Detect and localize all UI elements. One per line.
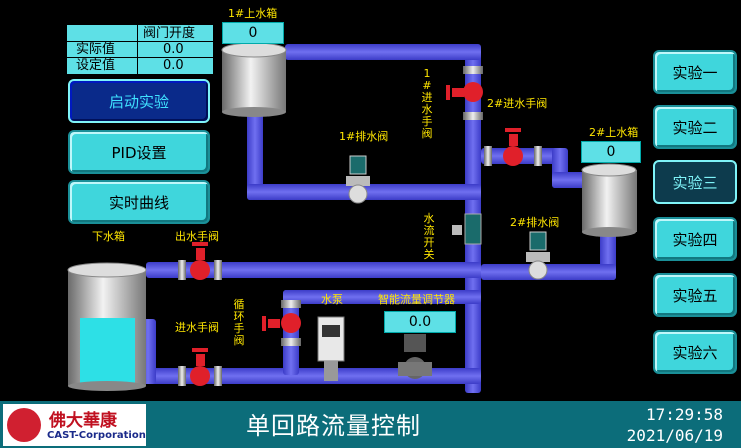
page-title: 单回路流量控制 [246,412,421,440]
brand-name-en: CAST-Corporation [47,430,146,441]
experiment-3-button[interactable]: 实验三 [653,160,737,204]
flow-regulator-value: 0.0 [384,311,456,333]
pump-label: 水泵 [321,293,343,306]
manual-valve-outlet[interactable] [190,242,210,280]
experiment-1-button[interactable]: 实验一 [653,50,737,94]
actual-value: 0.0 [163,42,184,57]
tank-1-label: 1#上水箱 [228,7,278,20]
flanges [178,66,542,386]
manual-valve-1-inlet[interactable] [446,82,483,102]
drain-valve-1-label: 1#排水阀 [339,130,389,143]
valve-opening-table: 阀门开度 实际值 0.0 设定值 0.0 [66,24,214,75]
clock-date: 2021/06/19 [626,426,723,445]
drain-valve-1[interactable] [346,155,370,204]
outlet-valve-label: 出水手阀 [175,230,219,243]
tank-2-label: 2#上水箱 [589,126,639,139]
circulation-valve-label: 循环手阀 [233,298,245,347]
tank-1 [221,42,287,117]
company-logo: 佛大華康 CAST-Corporation [3,404,146,446]
manual-valve-2-inlet[interactable] [503,128,523,166]
drain-valve-2-label: 2#排水阀 [510,216,560,229]
pid-settings-button[interactable]: PID设置 [68,130,210,174]
brand-name-cn: 佛大華康 [49,411,117,431]
flow-switch-label: 水流开关 [423,212,435,261]
experiment-2-button[interactable]: 实验二 [653,105,737,149]
lower-tank-label: 下水箱 [92,230,125,243]
clock-time: 17:29:58 [645,405,723,424]
start-experiment-button[interactable]: 启动实验 [68,79,210,123]
inlet-valve-2-label: 2#进水手阀 [487,97,548,110]
tank-1-level: 0 [222,22,284,44]
water-pump [317,316,345,381]
set-value-label: 设定值 [76,58,116,73]
experiment-6-button[interactable]: 实验六 [653,330,737,374]
tank-2-level: 0 [581,141,641,163]
actual-value-label: 实际值 [76,42,116,57]
flow-regulator-label: 智能流量调节器 [378,293,455,306]
tank-2 [581,163,637,237]
manual-valve-circulation[interactable] [262,313,301,333]
manual-valve-inlet[interactable] [190,348,210,386]
logo-emblem-icon [7,408,41,442]
realtime-curve-button[interactable]: 实时曲线 [68,180,210,224]
valve-table-header: 阀门开度 [143,26,196,41]
process-diagram [67,42,637,393]
inlet-valve-label: 进水手阀 [175,321,219,334]
drain-valve-2[interactable] [526,231,550,280]
inlet-valve-1-label: 1#进水手阀 [421,67,433,140]
lower-tank [67,262,147,391]
set-value: 0.0 [163,58,184,73]
flow-regulator-device [398,334,432,379]
experiment-5-button[interactable]: 实验五 [653,273,737,317]
flow-switch [452,213,482,245]
experiment-4-button[interactable]: 实验四 [653,217,737,261]
